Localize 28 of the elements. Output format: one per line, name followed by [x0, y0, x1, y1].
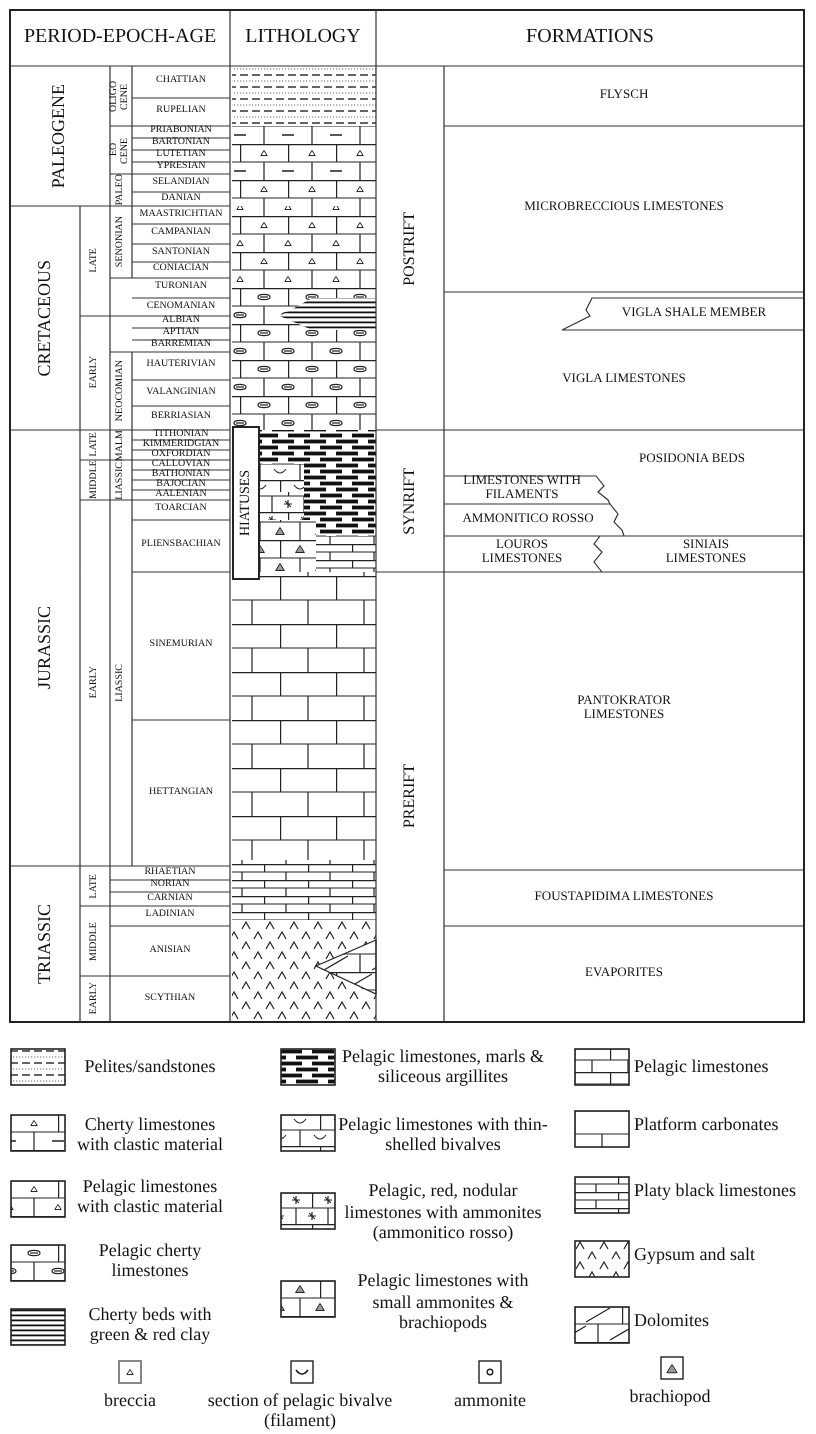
period-label: CRETACEOUS	[35, 259, 55, 377]
legend-label: Dolomites	[634, 1310, 709, 1332]
legend-label: Pelagic cherty limestones	[96, 1239, 204, 1281]
legend-label: Pelagic limestones with clastic material	[75, 1175, 225, 1217]
legend-label: Pelagic limestones, marls & siliceous argillites	[340, 1045, 546, 1087]
tectonic-phase-label: POSTRIFT	[401, 211, 419, 285]
column-header: LITHOLOGY	[245, 27, 361, 49]
legend-label: Gypsum and salt	[634, 1244, 755, 1266]
period-label: JURASSIC	[35, 606, 55, 690]
column-header: FORMATIONS	[526, 27, 654, 49]
tectonic-phase-label: PRERIFT	[401, 764, 419, 829]
legend-label: Cherty beds with green & red clay	[86, 1303, 214, 1345]
legend-label: brachiopod	[629, 1385, 711, 1407]
legend-label: ammonite	[454, 1389, 526, 1411]
legend-label: Platform carbonates	[634, 1114, 779, 1136]
tectonic-phase-label: SYNRIFT	[401, 467, 419, 535]
legend-label: Platy black limestones	[634, 1180, 796, 1202]
legend-label: Pelagic, red, nodular limestones with ammonites (ammonitico rosso)	[342, 1180, 544, 1244]
legend-label: Pelagic limestones with thin-shelled bivalves	[336, 1113, 550, 1155]
period-label: PALEOGENE	[50, 83, 70, 189]
legend-label: Pelagic limestones with small ammonites & brachiopods	[355, 1270, 531, 1334]
column-header: PERIOD-EPOCH-AGE	[23, 27, 217, 49]
legend-label: Pelagic limestones	[634, 1055, 769, 1077]
period-label: TRIASSIC	[35, 903, 55, 984]
legend-label: Pelites/sandstones	[84, 1055, 216, 1077]
legend-label: breccia	[104, 1389, 156, 1411]
legend-label: Cherty limestones with clastic material	[75, 1113, 225, 1155]
legend-label: section of pelagic bivalve (filament)	[205, 1389, 395, 1431]
